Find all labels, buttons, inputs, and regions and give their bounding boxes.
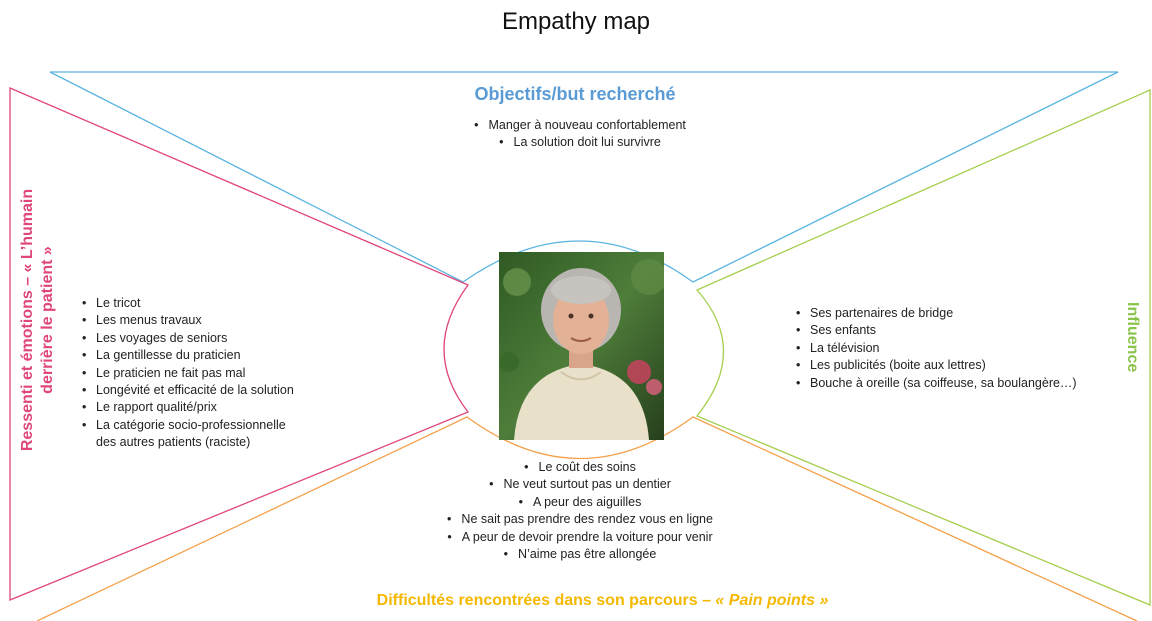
list-item: Ne veut surtout pas un dentier	[380, 476, 780, 493]
list-item: Bouche à oreille (sa coiffeuse, sa boula…	[790, 375, 1077, 393]
left-heading-line2: derrière le patient »	[39, 246, 56, 394]
list-item: Ne sait pas prendre des rendez vous en l…	[380, 511, 780, 528]
left-list: Le tricot Les menus travaux Les voyages …	[76, 295, 294, 452]
list-item: Ses partenaires de bridge	[790, 305, 1077, 323]
right-list: Ses partenaires de bridge Ses enfants La…	[790, 305, 1077, 392]
list-item: Le tricot	[76, 295, 294, 313]
top-list: Manger à nouveau confortablement La solu…	[380, 117, 780, 152]
left-region-outline	[9, 87, 470, 601]
persona-portrait-illustration	[499, 252, 664, 440]
top-heading: Objectifs/but recherché	[474, 84, 676, 104]
list-item: A peur des aiguilles	[380, 494, 780, 511]
list-item: La télévision	[790, 340, 1077, 358]
list-item: La catégorie socio-professionnelle	[76, 417, 294, 435]
list-item: Le praticien ne fait pas mal	[76, 365, 294, 383]
left-heading-line1: Ressenti et émotions – « L’humain	[19, 188, 36, 452]
list-item: Longévité et efficacité de la solution	[76, 382, 294, 400]
list-item: La gentillesse du praticien	[76, 347, 294, 365]
list-item: Les voyages de seniors	[76, 330, 294, 348]
right-heading: Influence	[1124, 302, 1141, 373]
page-title: Empathy map	[501, 8, 651, 35]
bottom-heading: Difficultés rencontrées dans son parcour…	[200, 592, 1005, 610]
left-heading: Ressenti et émotions – « L’humain derriè…	[18, 170, 58, 470]
list-item: Ses enfants	[790, 322, 1077, 340]
bottom-heading-text: Difficultés rencontrées dans son parcour…	[376, 592, 716, 609]
list-item: Les publicités (boite aux lettres)	[790, 357, 1077, 375]
persona-photo	[499, 252, 664, 440]
bottom-heading-emphasis: « Pain points »	[715, 592, 829, 609]
list-item: Le rapport qualité/prix	[76, 399, 294, 417]
right-region-outline	[695, 89, 1151, 606]
bottom-list: Le coût des soins Ne veut surtout pas un…	[380, 459, 780, 563]
list-item-continuation: des autres patients (raciste)	[96, 435, 251, 450]
list-item: A peur de devoir prendre la voiture pour…	[380, 529, 780, 546]
list-item: N’aime pas être allongée	[380, 546, 780, 563]
list-item: Les menus travaux	[76, 312, 294, 330]
list-item: Manger à nouveau confortablement	[380, 117, 780, 134]
list-item: La solution doit lui survivre	[380, 134, 780, 151]
top-region-outline	[49, 71, 1119, 283]
list-item: Le coût des soins	[380, 459, 780, 476]
